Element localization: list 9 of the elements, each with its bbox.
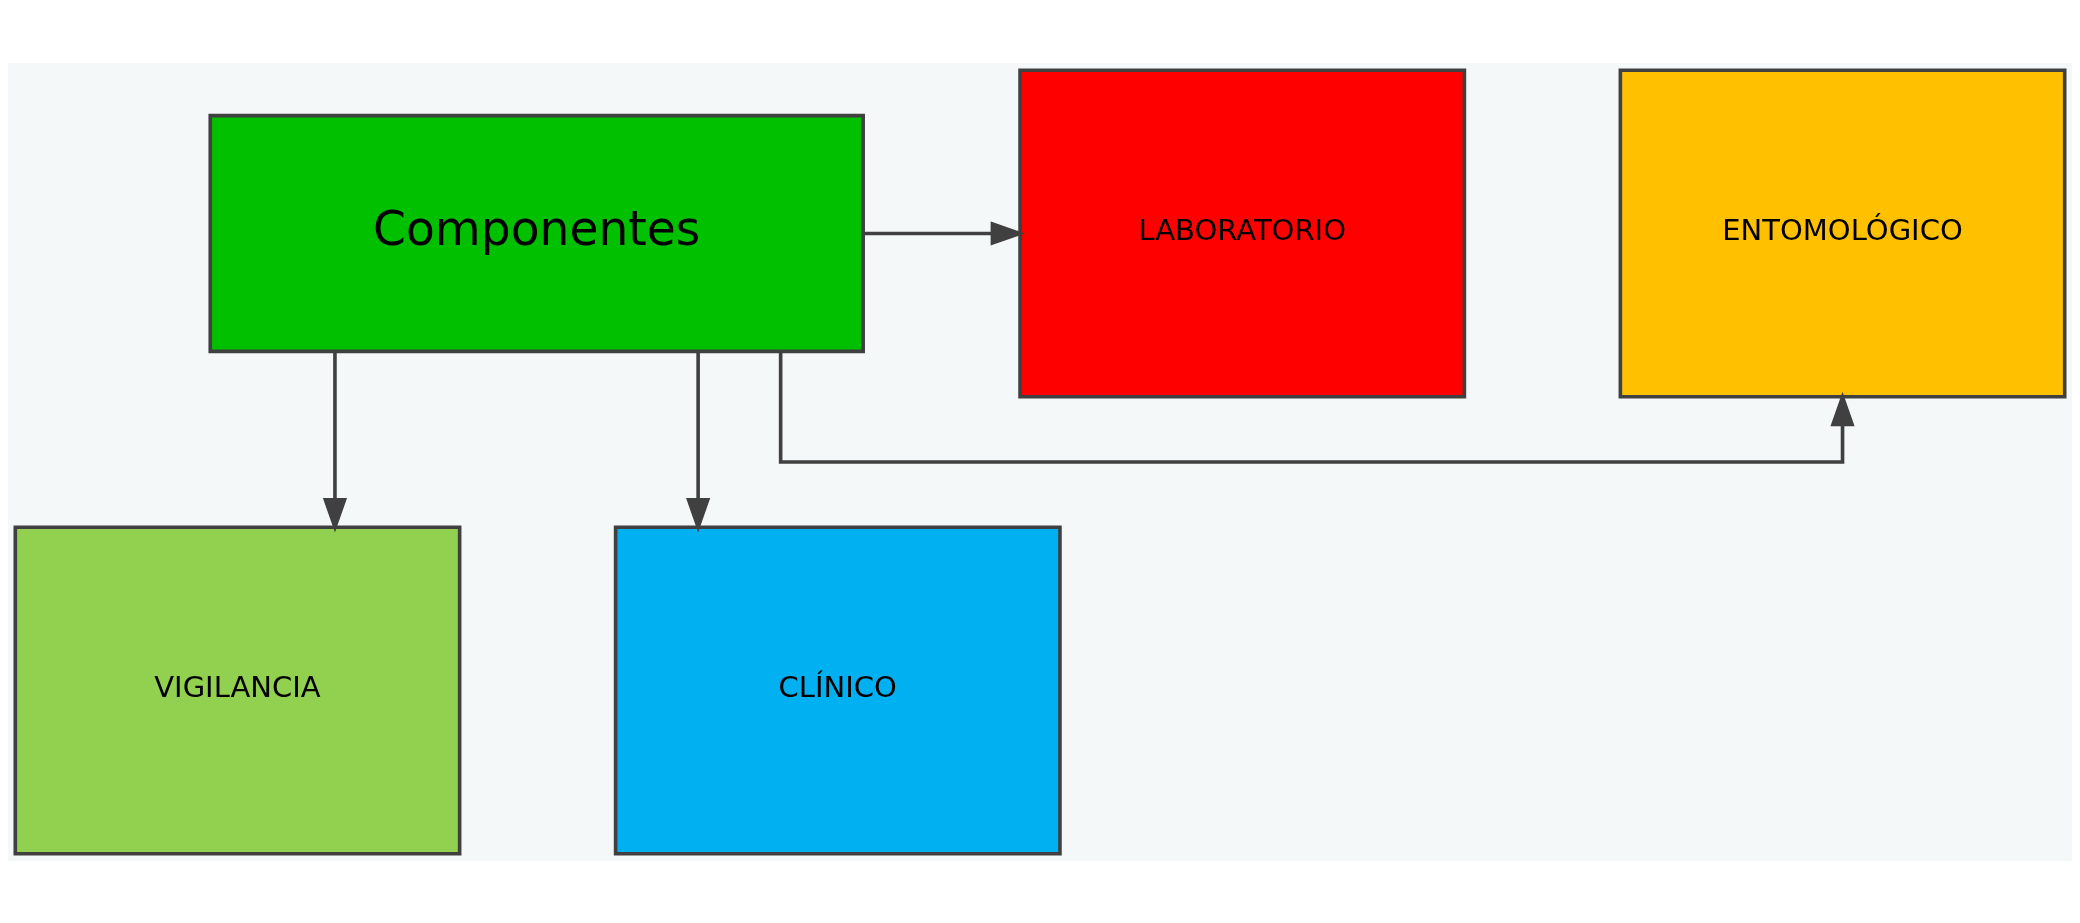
arrow: [863, 220, 1026, 246]
node-box: Componentes: [208, 113, 865, 353]
node-box: LABORATORIO: [1018, 67, 1467, 399]
node-box: CLÍNICO: [613, 524, 1062, 856]
arrow: [778, 351, 1855, 464]
arrow: [322, 351, 348, 533]
arrow: [686, 351, 711, 533]
node-box: VIGILANCIA: [13, 524, 462, 856]
node-box: ENTOMOLÓGICO: [1618, 67, 2067, 399]
